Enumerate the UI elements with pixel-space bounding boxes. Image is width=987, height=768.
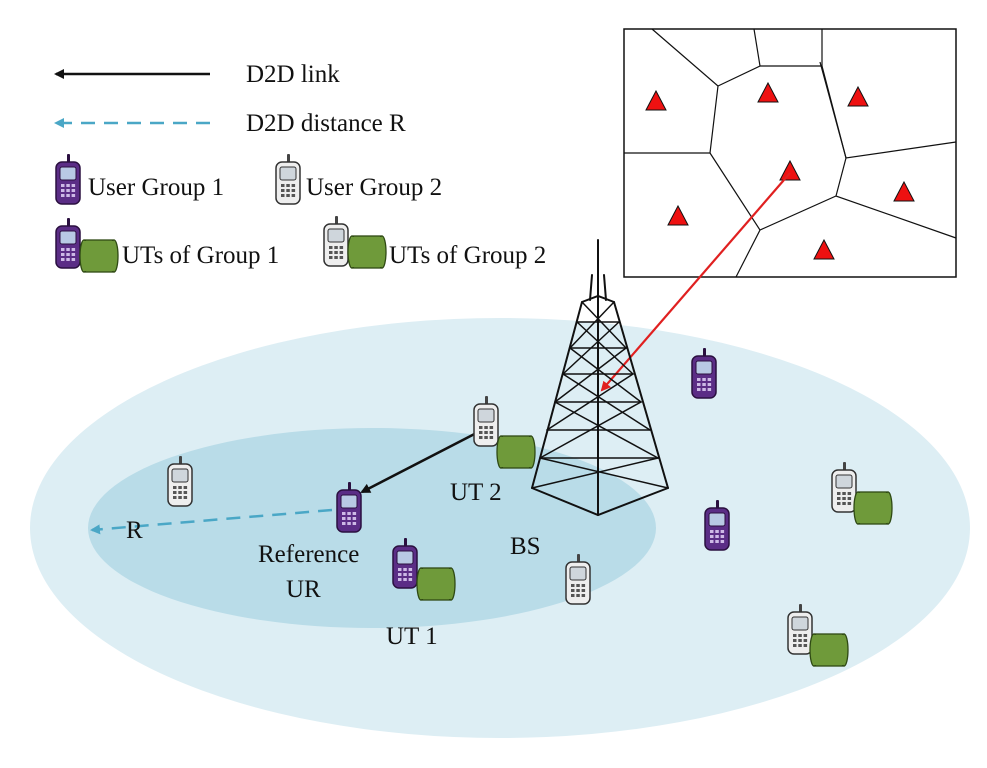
triangle-marker-icon <box>813 238 835 260</box>
voronoi-inset <box>623 28 957 278</box>
voronoi-bs-markers <box>645 81 915 260</box>
voronoi-edges <box>624 28 957 278</box>
storage-cylinder-icon <box>79 239 119 273</box>
legend-d2d-distance-label: D2D distance R <box>246 110 406 137</box>
triangle-marker-icon <box>779 159 801 181</box>
group2-storage <box>809 633 849 667</box>
legend-d2d-link-label: D2D link <box>246 61 340 88</box>
legend: D2D link D2D distance R User Group 1 Use… <box>54 61 546 273</box>
triangle-marker-icon <box>893 180 915 202</box>
legend-uts-group-1-label: UTs of Group 1 <box>122 242 279 269</box>
ut1-label: UT 1 <box>386 623 438 650</box>
legend-user-group-2-label: User Group 2 <box>306 174 442 201</box>
ut1-storage <box>416 567 456 601</box>
cell-phone-icon <box>55 217 81 269</box>
radius-label: R <box>126 517 143 544</box>
cell-phone-icon <box>323 215 349 267</box>
ut2-storage <box>496 435 536 469</box>
legend-user-group-1-label: User Group 1 <box>88 174 224 201</box>
base-station-tower-icon <box>531 239 669 517</box>
group2-storage <box>853 491 893 525</box>
d2d-distance-arrow <box>90 508 333 535</box>
triangle-marker-icon <box>757 81 779 103</box>
triangle-marker-icon <box>645 89 667 111</box>
inner-d2d-area <box>88 428 656 628</box>
triangle-marker-icon <box>667 204 689 226</box>
bs-location-arrow <box>600 172 791 392</box>
reference-label-line1: Reference <box>258 541 359 568</box>
d2d-link-arrow <box>360 424 491 494</box>
cell-phone-icon <box>275 153 301 205</box>
triangle-marker-icon <box>847 85 869 107</box>
storage-cylinder-icon <box>347 235 387 269</box>
ut2-label: UT 2 <box>450 479 502 506</box>
cell-phone-icon <box>55 153 81 205</box>
reference-label-line2: UR <box>286 576 321 603</box>
legend-uts-group-2-label: UTs of Group 2 <box>389 242 546 269</box>
bs-label: BS <box>510 533 541 560</box>
